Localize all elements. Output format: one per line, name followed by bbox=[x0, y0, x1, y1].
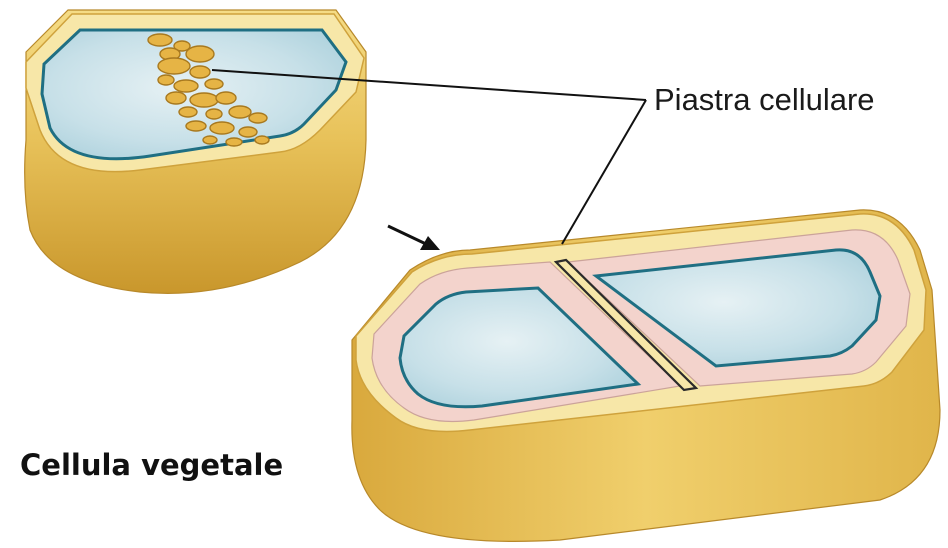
cell-plate-label: Piastra cellulare bbox=[654, 82, 875, 117]
caption-title: Cellula vegetale bbox=[20, 448, 283, 482]
daughter-cells bbox=[352, 210, 940, 541]
arrow-icon bbox=[388, 226, 440, 250]
dividing-cell bbox=[25, 10, 366, 293]
